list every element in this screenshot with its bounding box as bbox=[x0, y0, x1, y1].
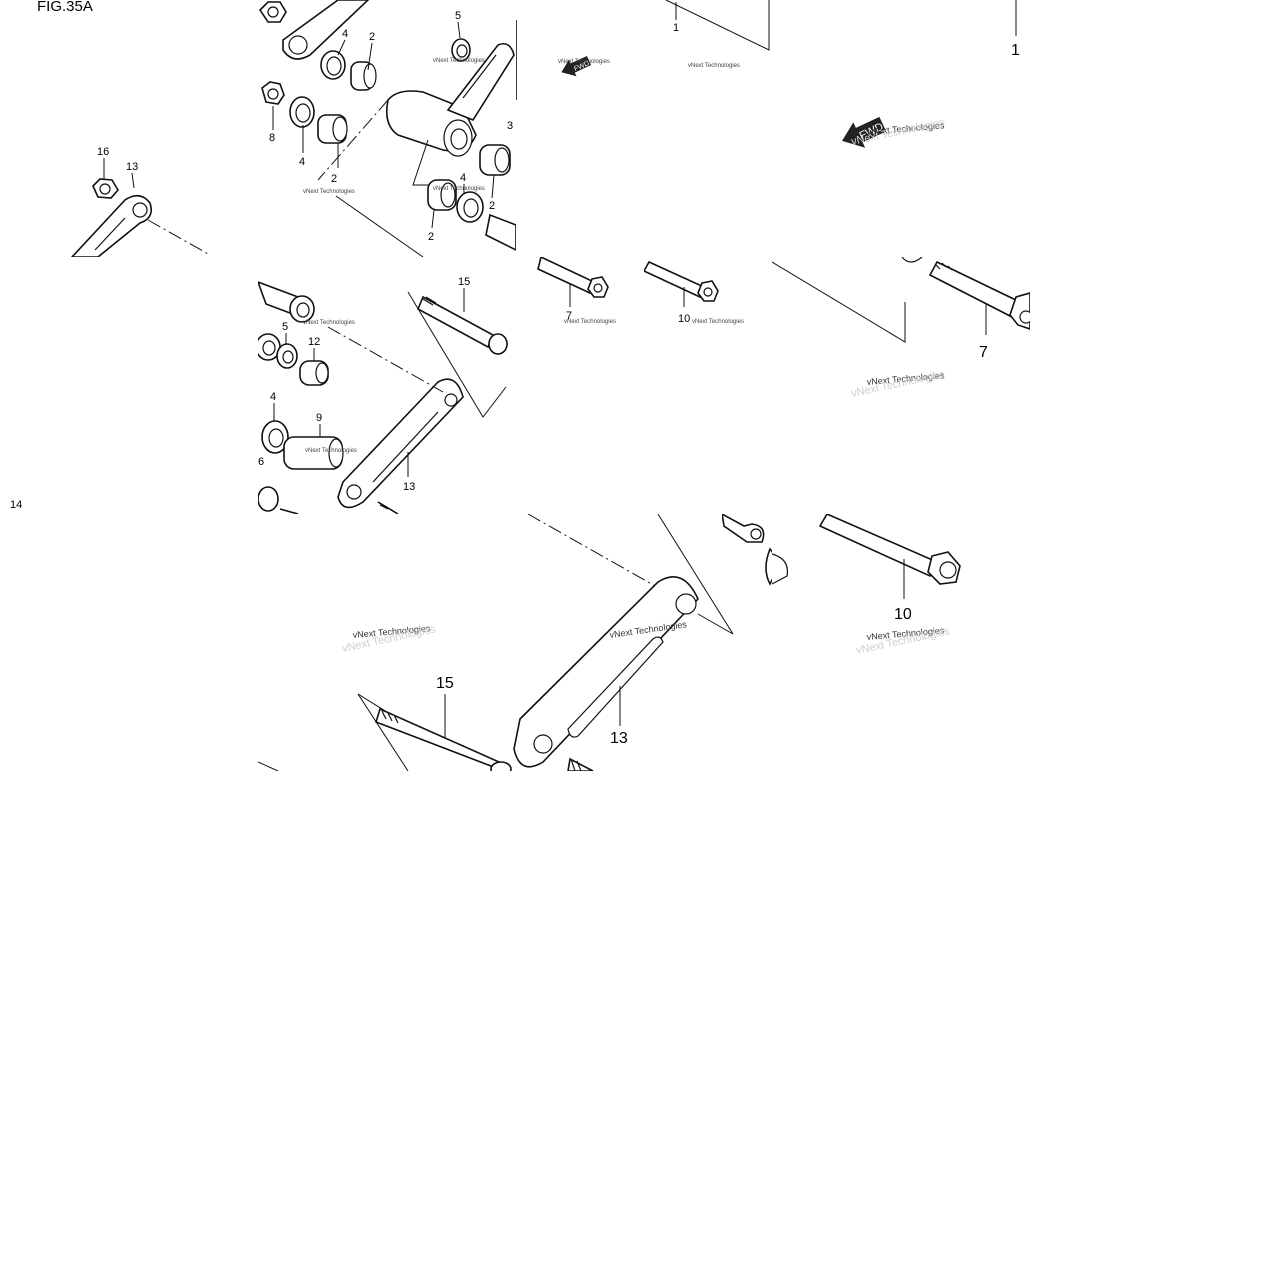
part-label: 7 bbox=[566, 310, 572, 322]
bushing-icon bbox=[479, 144, 511, 176]
part-label: 2 bbox=[489, 200, 495, 212]
nut-icon bbox=[258, 1, 287, 23]
diagram-tile-bolt7-small: 7 vNext Technologies bbox=[516, 257, 644, 337]
part-label: 15 bbox=[436, 675, 454, 692]
diagram-tile-fwd-small: 1 FWD vNext Technologies vNext Technolog… bbox=[516, 0, 772, 257]
nut-icon bbox=[722, 514, 765, 543]
part-label: 16 bbox=[97, 146, 109, 158]
nut-icon bbox=[261, 81, 285, 105]
part-label: 2 bbox=[331, 173, 337, 185]
washer-icon bbox=[276, 343, 298, 369]
bolt-icon bbox=[279, 501, 399, 514]
part-label: 4 bbox=[270, 391, 276, 403]
link-rod bbox=[513, 576, 699, 768]
washer-icon bbox=[451, 38, 471, 62]
part-label: 4 bbox=[299, 156, 305, 168]
bolt-icon bbox=[416, 295, 508, 355]
bolt-icon bbox=[567, 757, 594, 771]
watermark: vNext Technologies bbox=[303, 320, 355, 326]
watermark: vNext Technologies bbox=[305, 448, 357, 454]
bushing-icon bbox=[427, 179, 457, 211]
bearing-icon bbox=[261, 420, 289, 454]
part-label: 15 bbox=[458, 276, 470, 288]
part-label: 13 bbox=[610, 730, 628, 747]
cushion-lever-arm bbox=[282, 0, 370, 60]
part-label: 2 bbox=[428, 231, 434, 243]
diagram-tile-bolt10-large: 10 vNext Technologies vNext Technologies bbox=[772, 514, 1030, 771]
diagram-tile-link-large: vNext Technologies vNext Technologies vN… bbox=[258, 514, 772, 771]
watermark: vNext Technologies bbox=[303, 189, 355, 195]
watermark: vNext Technologies bbox=[558, 59, 610, 65]
part-label: 8 bbox=[269, 132, 275, 144]
part-label: 1 bbox=[673, 22, 679, 34]
watermark: vNext Technologies bbox=[564, 319, 616, 325]
watermark: vNext Technologies bbox=[688, 63, 740, 69]
part-label: 6 bbox=[258, 456, 264, 468]
part-label: 4 bbox=[342, 28, 348, 40]
diagram-tile-linkage-mid: 15 5 12 4 9 6 13 vNext Technologies vNex… bbox=[258, 257, 516, 514]
bushing-icon bbox=[283, 436, 344, 470]
diagram-tile-bolt10-small: 10 vNext Technologies bbox=[644, 257, 772, 337]
fwd-arrow-icon: FWD bbox=[561, 55, 592, 77]
watermark: vNext Technologies bbox=[692, 319, 744, 325]
link-rod bbox=[70, 194, 153, 257]
figure-title: FIG.35A bbox=[37, 0, 93, 15]
diagram-tile-fwd-large: 1 FWD vNext Technologies vNext Technolog… bbox=[772, 0, 1030, 257]
diagram-fragment bbox=[722, 514, 772, 589]
watermark: vNext Technologies bbox=[850, 368, 946, 400]
bearing-icon bbox=[289, 96, 315, 128]
watermark: vNext Technologies bbox=[433, 186, 485, 192]
part-label: 1 bbox=[1011, 42, 1020, 59]
part-label: 10 bbox=[894, 606, 912, 623]
diagram-tile-link-left: 16 13 bbox=[0, 128, 258, 257]
bushing-icon bbox=[350, 61, 377, 91]
part-label: 13 bbox=[126, 161, 138, 173]
part-label: 4 bbox=[460, 172, 466, 184]
part-label: 5 bbox=[282, 321, 288, 333]
diagram-tile-bolt7-large: 7 vNext Technologies vNext Technologies bbox=[772, 257, 1030, 514]
part-label: 13 bbox=[403, 481, 415, 493]
part-label: 12 bbox=[308, 336, 320, 348]
bearing-icon bbox=[456, 191, 484, 223]
watermark: vNext Technologies bbox=[433, 58, 485, 64]
bolt-icon bbox=[644, 260, 719, 302]
part-label: 3 bbox=[507, 120, 513, 132]
link-rod bbox=[337, 378, 464, 509]
part-label: 2 bbox=[369, 31, 375, 43]
part-label: 9 bbox=[316, 412, 322, 424]
bearing-icon bbox=[320, 50, 346, 80]
washer-icon bbox=[258, 486, 279, 512]
bushing-icon bbox=[258, 333, 281, 361]
bolt-icon bbox=[375, 707, 512, 771]
bushing-icon bbox=[258, 281, 315, 323]
nut-icon bbox=[92, 178, 119, 199]
bolt-icon bbox=[818, 514, 961, 585]
part-label: 10 bbox=[678, 313, 690, 325]
bolt-icon bbox=[537, 257, 609, 298]
part-label: 5 bbox=[455, 10, 461, 22]
collar-icon bbox=[299, 360, 329, 386]
cushion-lever-pivot bbox=[385, 42, 515, 157]
bolt-icon bbox=[928, 260, 1030, 330]
part-label-14: 14 bbox=[10, 499, 23, 511]
bushing-icon bbox=[317, 114, 348, 144]
part-label: 7 bbox=[979, 344, 988, 361]
diagram-tile-linkage-top: 4 2 5 8 4 2 3 4 2 2 vNext Technologies v… bbox=[258, 0, 516, 257]
